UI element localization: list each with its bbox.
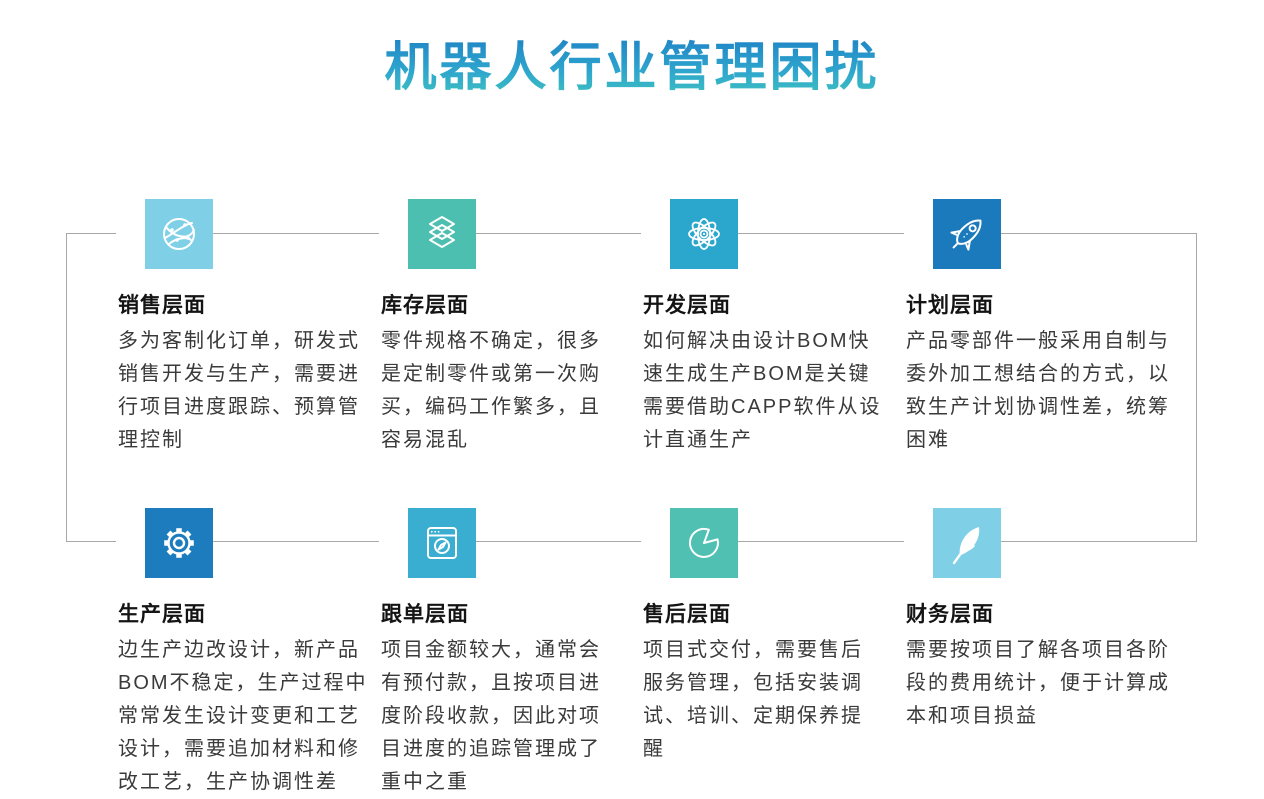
atom-icon — [670, 199, 738, 269]
block-description: 如何解决由设计BOM快 速生成生产BOM是关键 需要借助CAPP软件从设 计直通… — [643, 330, 882, 451]
block-planning: 计划层面 产品零部件一般采用自制与 委外加工想结合的方式，以 致生产计划协调性差… — [906, 199, 1196, 457]
block-description: 需要按项目了解各项目各阶 段的费用统计，便于计算成 本和项目损益 — [906, 639, 1170, 727]
block-description: 多为客制化订单，研发式 销售开发与生产，需要进 行项目进度跟踪、预算管 理控制 — [118, 330, 360, 451]
block-inventory: 库存层面 零件规格不确定，很多 是定制零件或第一次购 买，编码工作繁多，且 容易… — [381, 199, 643, 457]
globe-network-icon — [145, 199, 213, 269]
block-title: 库存层面 — [381, 294, 469, 317]
block-finance: 财务层面 需要按项目了解各项目各阶 段的费用统计，便于计算成 本和项目损益 — [906, 508, 1196, 733]
block-title: 计划层面 — [906, 294, 994, 317]
layers-icon — [408, 199, 476, 269]
block-description: 边生产边改设计，新产品 BOM不稳定，生产过程中 常常发生设计变更和工艺 设计，… — [118, 639, 368, 793]
block-title: 生产层面 — [118, 603, 206, 626]
pie-chart-icon — [670, 508, 738, 578]
block-title: 售后层面 — [643, 603, 731, 626]
page-title: 机器人行业管理困扰 — [0, 36, 1264, 100]
block-title: 开发层面 — [643, 294, 731, 317]
rocket-icon — [933, 199, 1001, 269]
block-description: 项目金额较大，通常会 有预付款，且按项目进 度阶段收款，因此对项 目进度的追踪管… — [381, 639, 601, 793]
block-order-tracking: 跟单层面 项目金额较大，通常会 有预付款，且按项目进 度阶段收款，因此对项 目进… — [381, 508, 643, 799]
browser-compass-icon — [408, 508, 476, 578]
block-title: 财务层面 — [906, 603, 994, 626]
block-description: 产品零部件一般采用自制与 委外加工想结合的方式，以 致生产计划协调性差，统筹 困… — [906, 330, 1170, 451]
feather-icon — [933, 508, 1001, 578]
block-development: 开发层面 如何解决由设计BOM快 速生成生产BOM是关键 需要借助CAPP软件从… — [643, 199, 905, 457]
block-after-sales: 售后层面 项目式交付，需要售后 服务管理，包括安装调 试、培训、定期保养提 醒 — [643, 508, 905, 766]
block-sales: 销售层面 多为客制化订单，研发式 销售开发与生产，需要进 行项目进度跟踪、预算管… — [118, 199, 380, 457]
block-title: 销售层面 — [118, 294, 206, 317]
block-production: 生产层面 边生产边改设计，新产品 BOM不稳定，生产过程中 常常发生设计变更和工… — [118, 508, 380, 799]
block-description: 项目式交付，需要售后 服务管理，包括安装调 试、培训、定期保养提 醒 — [643, 639, 863, 760]
block-title: 跟单层面 — [381, 603, 469, 626]
gear-icon — [145, 508, 213, 578]
connector-frame — [66, 233, 1197, 542]
block-description: 零件规格不确定，很多 是定制零件或第一次购 买，编码工作繁多，且 容易混乱 — [381, 330, 601, 451]
